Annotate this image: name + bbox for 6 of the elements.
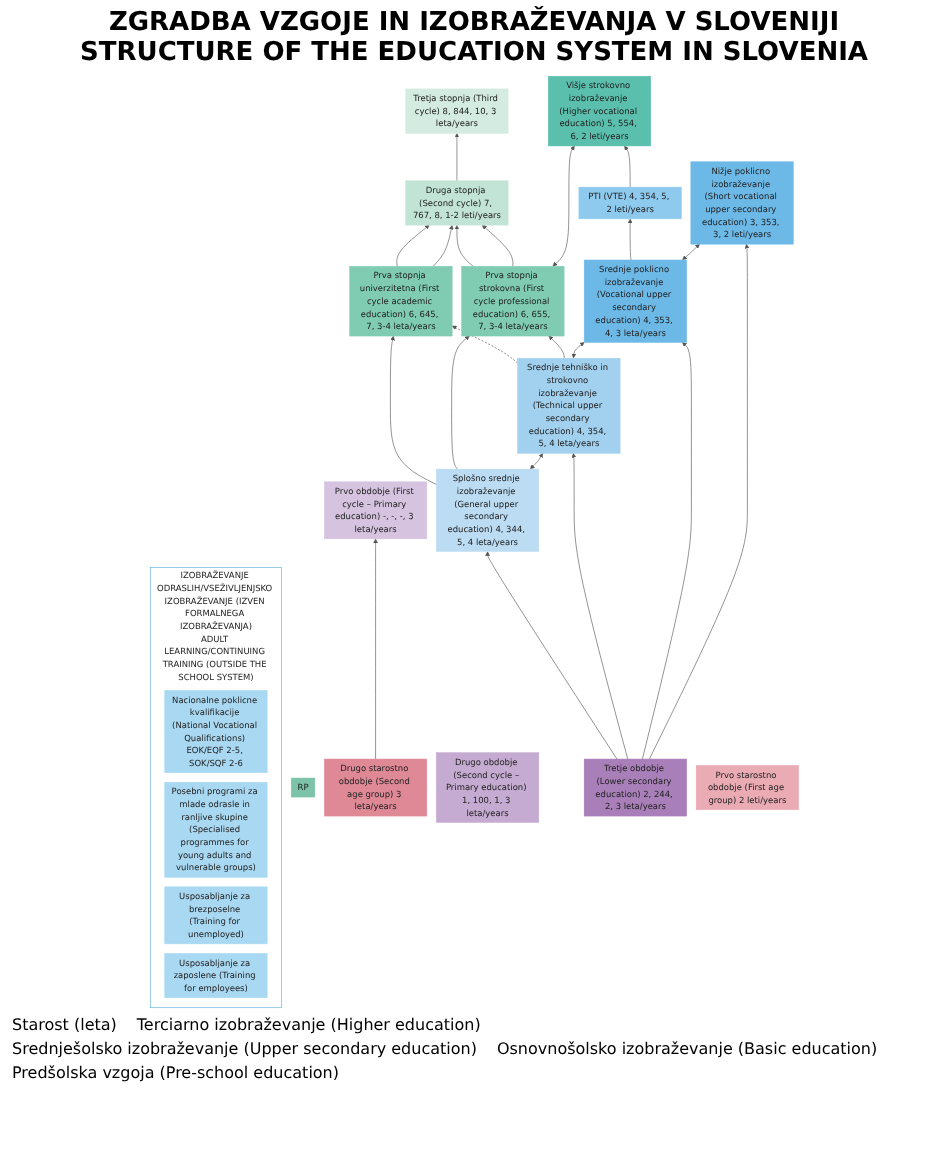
title: ZGRADBA VZGOJE IN IZOBRAŽEVANJA V SLOVENIJI STRUCTURE OF THE EDUCATION SYSTEM IN SLOVENIA [78, 4, 870, 72]
level-label: Predšolska vzgoja (Pre-school education) [12, 1064, 339, 1082]
level-label: Terciarno izobraževanje (Higher education) [136, 1016, 481, 1034]
axis-title: Starost (leta) [12, 1016, 117, 1034]
level-label: Osnovnošolsko izobraževanje (Basic education) [496, 1040, 878, 1058]
level-label: Srednješolsko izobraževanje (Upper secondary education) [12, 1040, 477, 1058]
